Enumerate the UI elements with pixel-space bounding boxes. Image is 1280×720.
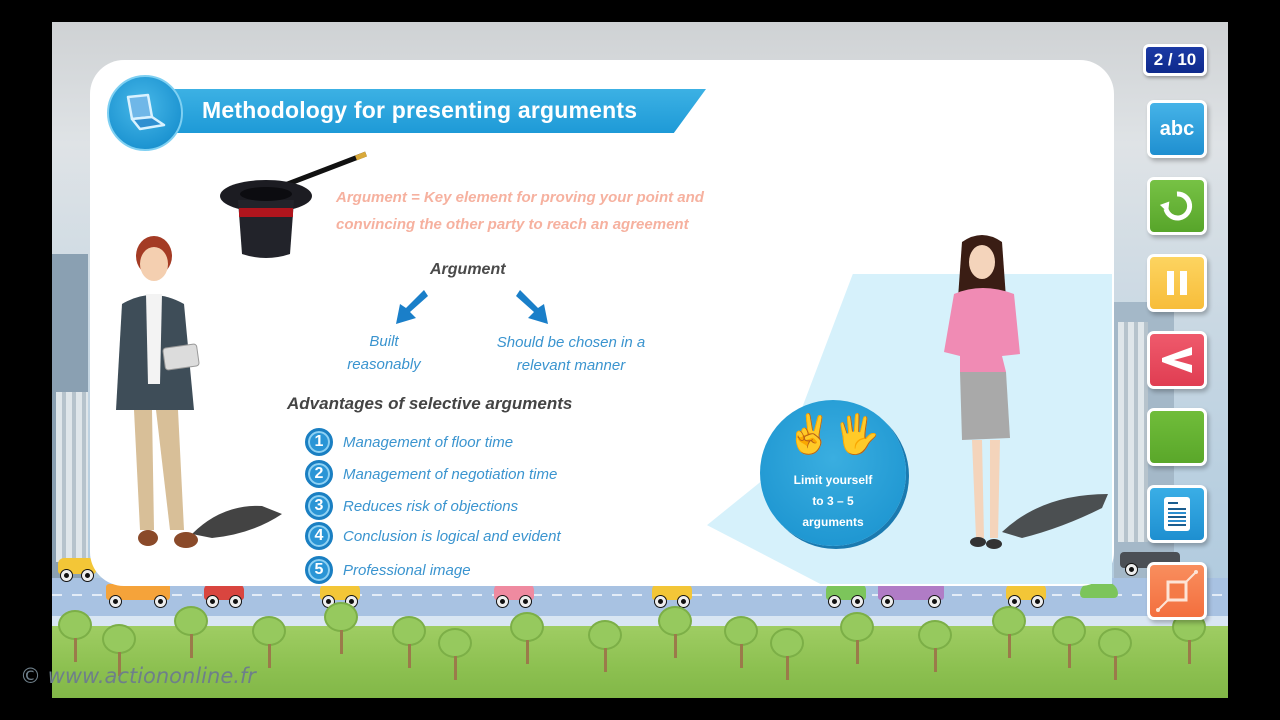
tree [724, 616, 758, 668]
laptop-icon [107, 75, 183, 151]
arrow-down-left-icon [396, 290, 428, 324]
copyright-icon: © [20, 664, 41, 688]
car [320, 584, 360, 607]
car [494, 584, 534, 607]
tree [392, 616, 426, 668]
argument-label: Argument [430, 261, 506, 278]
limit-arguments-badge: ✌️🖐️ Limit yourself to 3 – 5 arguments [760, 400, 906, 546]
branch-line: reasonably [347, 356, 421, 373]
copyright-url: www.actiononline.fr [47, 664, 256, 688]
branch-line: relevant manner [516, 357, 626, 374]
slide-stage: Methodology for presenting arguments [52, 22, 1228, 698]
businessman-illustration [116, 236, 282, 548]
advantage-text: Management of negotiation time [343, 465, 558, 483]
tree [438, 628, 472, 680]
building [56, 392, 88, 562]
magic-hat-icon [220, 151, 367, 258]
copyright-footer: © www.actiononline.fr [20, 664, 256, 688]
advantages-title: Advantages of selective arguments [287, 394, 573, 413]
car [1006, 584, 1046, 607]
pause-icon [1167, 271, 1187, 295]
page-counter: 2 / 10 [1143, 44, 1207, 76]
car [652, 584, 692, 607]
definition-line-1: Argument = Key element for proving your … [336, 189, 704, 206]
list-item: 3 Reduces risk of objections [305, 492, 518, 520]
fullscreen-icon [1156, 570, 1198, 612]
businesswoman-illustration [944, 235, 1108, 549]
tree [102, 624, 136, 676]
replay-button[interactable] [1147, 177, 1207, 235]
car [1080, 582, 1118, 598]
number-badge: 2 [305, 460, 333, 488]
advantage-text: Conclusion is logical and evident [343, 527, 561, 545]
list-item: 2 Management of negotiation time [305, 460, 557, 488]
abc-label: abc [1159, 117, 1195, 140]
branch-chosen-relevant: Should be chosen in a relevant manner [476, 331, 666, 377]
arrow-down-right-icon [516, 290, 548, 324]
chevron-left-icon [1162, 347, 1192, 373]
badge-line: to 3 – 5 [812, 494, 854, 508]
car [826, 584, 866, 607]
number-badge: 3 [305, 492, 333, 520]
pause-button[interactable] [1147, 254, 1207, 312]
list-item: 1 Management of floor time [305, 428, 513, 456]
branch-line: Built [369, 333, 399, 350]
tree [510, 612, 544, 664]
list-item: 5 Professional image [305, 556, 471, 584]
title-banner [170, 89, 706, 133]
abc-button[interactable]: abc [1147, 100, 1207, 158]
replay-icon [1160, 191, 1193, 221]
tree [588, 620, 622, 672]
next-button[interactable] [1147, 408, 1207, 466]
tree [174, 606, 208, 658]
advantage-text: Management of floor time [343, 433, 514, 451]
car [878, 584, 944, 607]
advantage-text: Reduces risk of objections [343, 497, 519, 515]
back-button[interactable] [1147, 331, 1207, 389]
badge-line: arguments [802, 515, 864, 529]
tree [1052, 616, 1086, 668]
number-badge: 5 [305, 556, 333, 584]
number-badge: 4 [305, 522, 333, 550]
tree [770, 628, 804, 680]
tree [658, 606, 692, 658]
car [106, 584, 170, 607]
tree [840, 612, 874, 664]
tree [992, 606, 1026, 658]
branch-line: Should be chosen in a [496, 334, 646, 351]
tree [918, 620, 952, 672]
document-button[interactable] [1147, 485, 1207, 543]
number-badge: 1 [305, 428, 333, 456]
badge-line: Limit yourself [793, 473, 873, 487]
definition-line-2: convincing the other party to reach an a… [336, 216, 689, 233]
argument-definition: Argument = Key element for proving your … [336, 184, 704, 238]
fullscreen-button[interactable] [1147, 562, 1207, 620]
slide-title: Methodology for presenting arguments [202, 97, 638, 123]
advantage-text: Professional image [343, 561, 471, 579]
car [204, 584, 244, 607]
hands-icon: ✌️🖐️ [785, 414, 881, 456]
branch-built-reasonably: Built reasonably [324, 330, 444, 376]
tree [252, 616, 286, 668]
document-icon [1164, 497, 1190, 531]
tree [58, 610, 92, 662]
tree [1098, 628, 1132, 680]
car [58, 558, 96, 581]
grass [52, 626, 1228, 698]
list-item: 4 Conclusion is logical and evident [305, 522, 561, 550]
building [1118, 322, 1148, 542]
tree [324, 602, 358, 654]
